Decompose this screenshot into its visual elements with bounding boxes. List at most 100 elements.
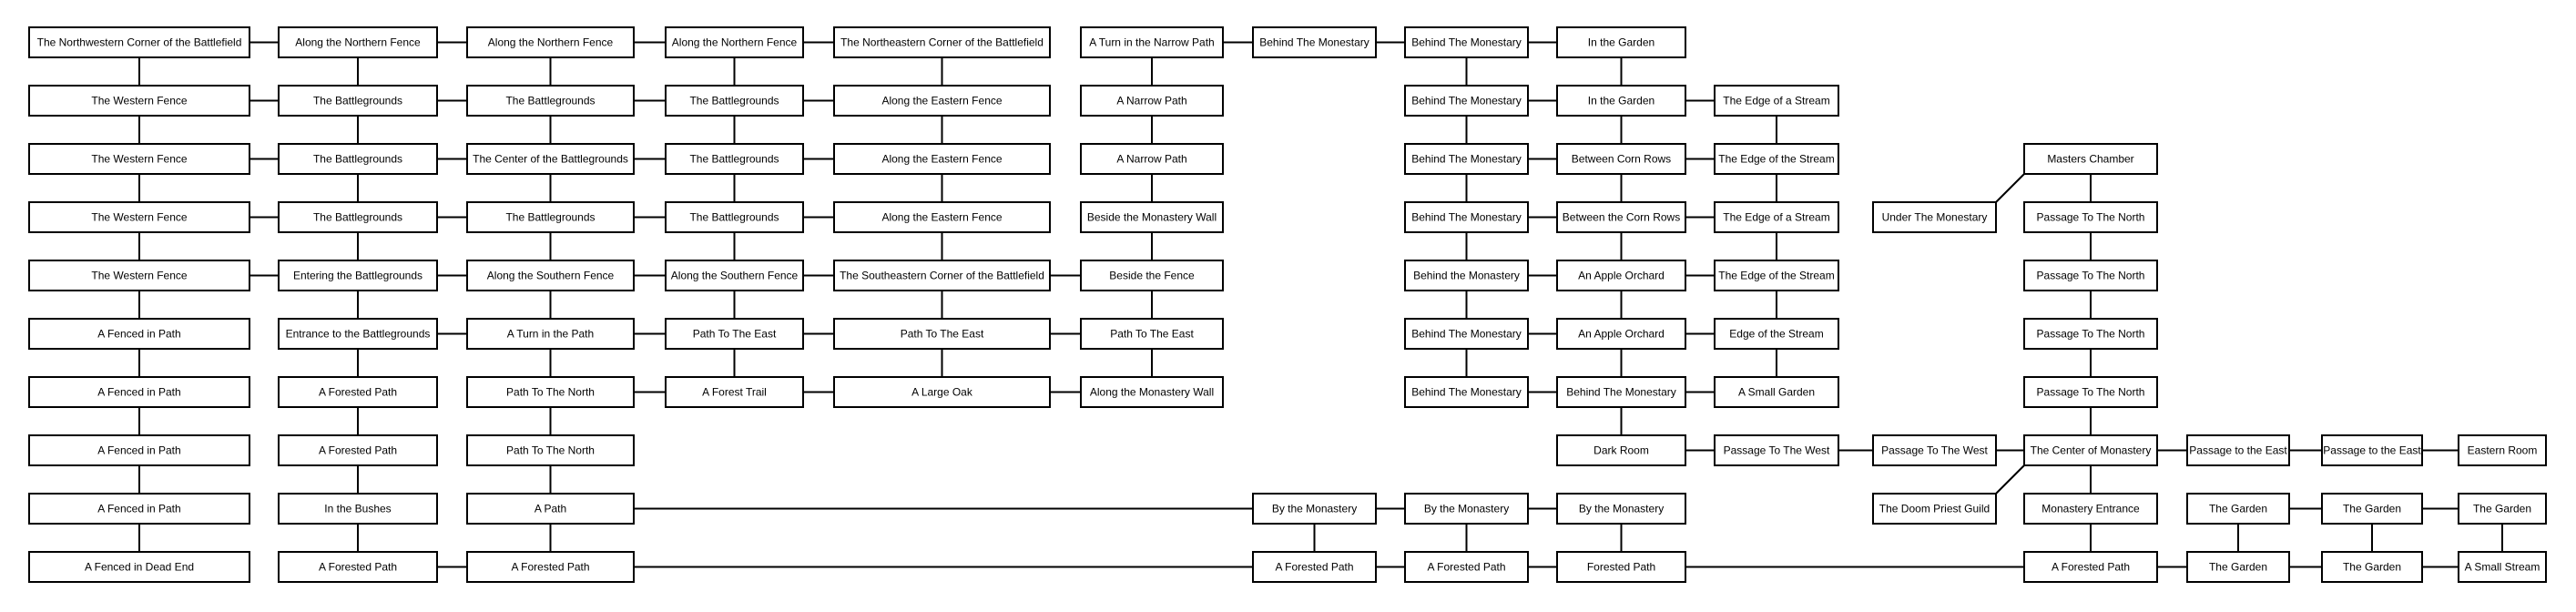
- room-box: An Apple Orchard: [1556, 260, 1686, 291]
- room-box: The Edge of the Stream: [1714, 260, 1839, 291]
- room-label: The Garden: [2209, 503, 2267, 515]
- room-label: Passage To The North: [2037, 211, 2145, 224]
- room-box: The Western Fence: [28, 201, 250, 233]
- room-box-border: [1404, 143, 1529, 175]
- room-label: Entering the Battlegrounds: [293, 270, 423, 282]
- room-box: In the Bushes: [278, 493, 438, 525]
- room-box-border: [28, 26, 250, 58]
- room-box-border: [1404, 201, 1529, 233]
- room-box-border: [466, 376, 635, 408]
- room-label: A Narrow Path: [1116, 95, 1186, 107]
- room-box-border: [1714, 260, 1839, 291]
- room-box: Edge of the Stream: [1714, 318, 1839, 350]
- room-box-border: [2023, 493, 2158, 525]
- room-box: By the Monastery: [1252, 493, 1377, 525]
- room-box-border: [2023, 260, 2158, 291]
- room-box: Entering the Battlegrounds: [278, 260, 438, 291]
- room-label: In the Garden: [1588, 36, 1655, 49]
- room-box-border: [2023, 551, 2158, 583]
- room-box-border: [1404, 85, 1529, 117]
- room-box-border: [1080, 318, 1224, 350]
- room-label: An Apple Orchard: [1578, 270, 1665, 282]
- room-box: A Turn in the Path: [466, 318, 635, 350]
- room-label: The Northeastern Corner of the Battlefie…: [840, 36, 1044, 49]
- room-label: Along the Monastery Wall: [1090, 386, 1214, 399]
- room-box-border: [2321, 551, 2423, 583]
- room-label: Along the Eastern Fence: [881, 95, 1002, 107]
- room-box: A Narrow Path: [1080, 143, 1224, 175]
- room-box-border: [28, 143, 250, 175]
- room-box: A Fenced in Path: [28, 434, 250, 466]
- room-box-border: [1556, 260, 1686, 291]
- room-label: Behind The Monestary: [1411, 328, 1522, 341]
- room-label: A Fenced in Path: [97, 444, 180, 457]
- room-box-border: [2186, 551, 2290, 583]
- room-box-border: [1714, 434, 1839, 466]
- connection-line: [1995, 173, 2025, 203]
- room-box-border: [1872, 201, 1997, 233]
- room-label: Passage To The North: [2037, 386, 2145, 399]
- room-label: By the Monastery: [1579, 503, 1664, 515]
- room-label: Behind The Monestary: [1259, 36, 1369, 49]
- room-label: An Apple Orchard: [1578, 328, 1665, 341]
- room-box-border: [665, 260, 804, 291]
- room-box-border: [28, 318, 250, 350]
- room-label: The Northwestern Corner of the Battlefie…: [37, 36, 242, 49]
- room-label: The Battlegrounds: [505, 211, 595, 224]
- room-box: Along the Northern Fence: [278, 26, 438, 58]
- room-label: A Forested Path: [2052, 561, 2130, 574]
- room-label: A Forest Trail: [702, 386, 767, 399]
- room-box-border: [466, 260, 635, 291]
- room-box-border: [833, 85, 1051, 117]
- room-label: The Western Fence: [91, 270, 187, 282]
- room-label: Passage to the East: [2189, 444, 2287, 457]
- room-label: Along the Eastern Fence: [881, 211, 1002, 224]
- room-box: By the Monastery: [1556, 493, 1686, 525]
- room-box-border: [2186, 434, 2290, 466]
- room-box: Behind The Monestary: [1404, 85, 1529, 117]
- room-box: Along the Eastern Fence: [833, 201, 1051, 233]
- room-box-border: [2186, 493, 2290, 525]
- room-box-border: [1556, 85, 1686, 117]
- room-box: The Battlegrounds: [665, 201, 804, 233]
- room-label: Beside the Fence: [1109, 270, 1195, 282]
- room-box-border: [1714, 201, 1839, 233]
- room-box: Path To The North: [466, 376, 635, 408]
- room-box: A Forested Path: [1404, 551, 1529, 583]
- room-label: Entrance to the Battlegrounds: [286, 328, 431, 341]
- room-box-border: [1080, 260, 1224, 291]
- room-box: Behind The Monestary: [1404, 318, 1529, 350]
- room-box: The Garden: [2321, 551, 2423, 583]
- room-label: The Edge of a Stream: [1723, 211, 1829, 224]
- room-label: Behind The Monestary: [1411, 36, 1522, 49]
- room-box-border: [1404, 376, 1529, 408]
- room-box: Along the Northern Fence: [665, 26, 804, 58]
- room-label: A Turn in the Path: [507, 328, 594, 341]
- room-box: A Path: [466, 493, 635, 525]
- room-box: A Small Stream: [2458, 551, 2547, 583]
- room-box: A Fenced in Path: [28, 376, 250, 408]
- room-box: The Northwestern Corner of the Battlefie…: [28, 26, 250, 58]
- room-box-border: [2023, 143, 2158, 175]
- room-box-border: [278, 493, 438, 525]
- room-label: The Western Fence: [91, 153, 187, 166]
- room-label: The Garden: [2343, 503, 2401, 515]
- room-box-border: [28, 493, 250, 525]
- room-box: The Battlegrounds: [665, 143, 804, 175]
- room-box-border: [466, 143, 635, 175]
- room-box: Behind The Monestary: [1556, 376, 1686, 408]
- room-box-border: [278, 143, 438, 175]
- room-box: By the Monastery: [1404, 493, 1529, 525]
- room-label: Along the Northern Fence: [488, 36, 614, 49]
- room-box: The Battlegrounds: [278, 201, 438, 233]
- room-box-border: [28, 260, 250, 291]
- room-label: The Battlegrounds: [689, 95, 779, 107]
- room-label: Path To The East: [693, 328, 777, 341]
- room-box: Passage to the East: [2186, 434, 2290, 466]
- room-box-border: [2321, 434, 2423, 466]
- room-label: A Path: [535, 503, 566, 515]
- room-box: The Center of the Battlegrounds: [466, 143, 635, 175]
- room-box-border: [278, 201, 438, 233]
- room-box-border: [466, 85, 635, 117]
- room-label: Behind The Monestary: [1566, 386, 1676, 399]
